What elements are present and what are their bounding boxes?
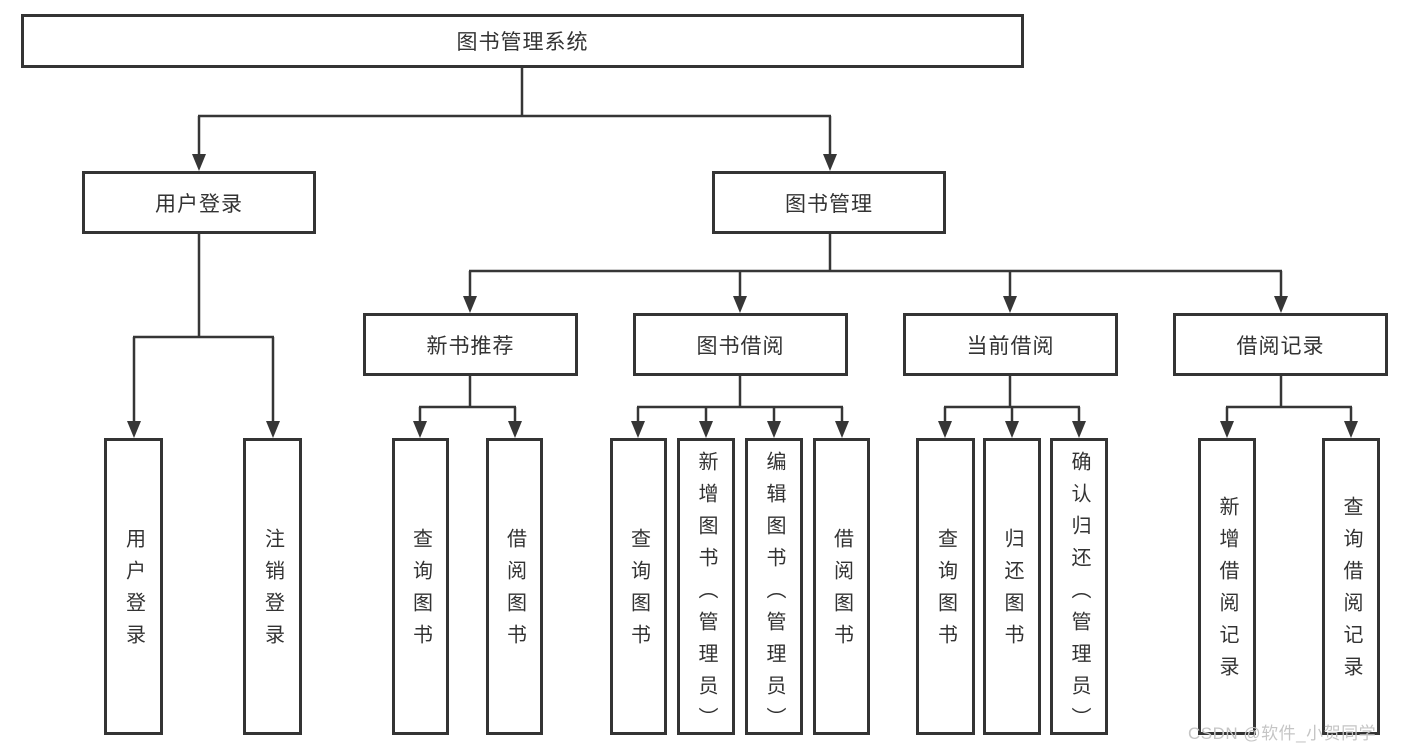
node-system-root: 图书管理系统 (21, 14, 1024, 68)
node-current-borrowing: 当前借阅 (903, 313, 1118, 376)
node-book-borrowing: 图书借阅 (633, 313, 848, 376)
leaf-records-query-record: 查询借阅记录 (1322, 438, 1380, 735)
leaf-current-query-books: 查询图书 (916, 438, 975, 735)
node-new-book-recommend: 新书推荐 (363, 313, 578, 376)
arrowheads (127, 154, 1358, 438)
leaf-borrowing-borrow-books: 借阅图书 (813, 438, 870, 735)
node-book-management-module: 图书管理 (712, 171, 946, 234)
leaf-borrowing-query-books: 查询图书 (610, 438, 667, 735)
node-borrowing-records: 借阅记录 (1173, 313, 1388, 376)
node-user-login-module: 用户登录 (82, 171, 316, 234)
leaf-records-add-record: 新增借阅记录 (1198, 438, 1256, 735)
leaf-user-login: 用户登录 (104, 438, 163, 735)
leaf-newbook-borrow-books: 借阅图书 (486, 438, 543, 735)
csdn-watermark: CSDN @软件_小贺同学 (1188, 724, 1377, 743)
leaf-current-return-books: 归还图书 (983, 438, 1041, 735)
leaf-logout: 注销登录 (243, 438, 302, 735)
leaf-borrowing-add-books-admin: 新增图书（管理员） (677, 438, 735, 739)
leaf-newbook-query-books: 查询图书 (392, 438, 449, 735)
leaf-current-confirm-return-admin: 确认归还（管理员） (1050, 438, 1108, 739)
leaf-borrowing-edit-books-admin: 编辑图书（管理员） (745, 438, 803, 739)
